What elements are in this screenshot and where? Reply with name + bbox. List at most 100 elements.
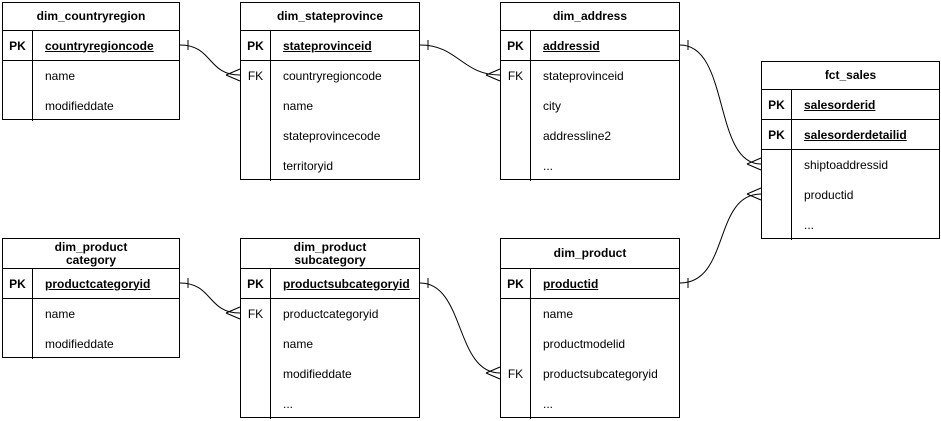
table-row: FK stateprovinceid [501, 61, 679, 91]
key-cell [501, 299, 531, 329]
column-name: city [543, 99, 561, 113]
edge-stateprovince-address [419, 40, 501, 82]
entity-fct-sales[interactable]: fct_sales PK salesorderid PK salesorderd… [761, 61, 940, 240]
entity-title: dim_product subcategory [241, 239, 419, 269]
column-name: addressline2 [543, 129, 612, 143]
entity-title: dim_product [501, 239, 679, 269]
entity-dim-product[interactable]: dim_product PK productid name productmod… [500, 238, 680, 419]
key-cell [3, 61, 33, 91]
column-name: name [283, 337, 314, 351]
edge-address-fctsales [679, 40, 762, 171]
key-cell [241, 389, 271, 419]
column-name: salesorderid [804, 97, 876, 112]
table-row: name [501, 299, 679, 329]
key-cell [501, 329, 531, 359]
key-cell [501, 151, 531, 181]
column-name: territoryid [283, 159, 334, 173]
entity-title: dim_countryregion [3, 3, 179, 31]
fk-label: FK [241, 61, 271, 91]
entity-dim-product-category[interactable]: dim_product category PK productcategoryi… [2, 238, 180, 359]
column-name: name [45, 307, 76, 321]
entity-title: dim_product category [3, 239, 179, 269]
table-row: PK stateprovinceid [241, 31, 419, 61]
table-row: stateprovincecode [241, 121, 419, 151]
entity-dim-stateprovince[interactable]: dim_stateprovince PK stateprovinceid FK … [240, 2, 420, 181]
table-row: FK countryregioncode [241, 61, 419, 91]
column-name: modifieddate [45, 337, 114, 351]
key-cell [241, 151, 271, 181]
table-row: ... [241, 389, 419, 419]
table-row: PK productsubcategoryid [241, 269, 419, 299]
column-name: addressid [543, 38, 600, 53]
entity-dim-product-subcategory[interactable]: dim_product subcategory PK productsubcat… [240, 238, 420, 419]
entity-title: fct_sales [762, 62, 939, 90]
key-cell [3, 299, 33, 329]
table-row: city [501, 91, 679, 121]
table-row: addressline2 [501, 121, 679, 151]
table-row: shiptoaddressid [762, 150, 939, 180]
column-name: productcategoryid [45, 276, 151, 291]
pk-label: PK [501, 269, 531, 298]
table-row: ... [501, 151, 679, 181]
edge-countryregion-stateprovince [179, 40, 241, 82]
column-name: productsubcategoryid [283, 276, 410, 291]
column-name: ... [283, 397, 294, 411]
table-row: PK salesorderid [762, 90, 939, 120]
key-cell [241, 329, 271, 359]
key-cell [762, 150, 792, 180]
key-cell [241, 121, 271, 151]
entity-dim-address[interactable]: dim_address PK addressid FK stateprovinc… [500, 2, 680, 181]
key-cell [501, 389, 531, 419]
edge-productcategory-productsubcategory [179, 278, 241, 320]
column-name: productmodelid [543, 337, 626, 351]
entity-title: dim_stateprovince [241, 3, 419, 31]
key-cell [241, 359, 271, 389]
entity-dim-countryregion[interactable]: dim_countryregion PK countryregioncode n… [2, 2, 180, 121]
table-row: ... [501, 389, 679, 419]
key-cell [501, 91, 531, 121]
table-row: modifieddate [3, 329, 179, 359]
key-cell [762, 180, 792, 210]
fk-label: FK [241, 299, 271, 329]
key-cell [501, 121, 531, 151]
table-row: productid [762, 180, 939, 210]
table-row: territoryid [241, 151, 419, 181]
entity-title: dim_address [501, 3, 679, 31]
table-row: ... [762, 210, 939, 240]
column-name: name [283, 99, 314, 113]
table-row: FK productsubcategoryid [501, 359, 679, 389]
pk-label: PK [3, 269, 33, 298]
table-row: name [3, 299, 179, 329]
table-row: PK salesorderdetailid [762, 120, 939, 150]
pk-label: PK [762, 90, 792, 119]
column-name: countryregioncode [45, 38, 154, 53]
column-name: name [543, 307, 574, 321]
column-name: shiptoaddressid [804, 158, 889, 172]
column-name: modifieddate [283, 367, 352, 381]
column-name: countryregioncode [283, 69, 382, 83]
column-name: ... [543, 397, 554, 411]
table-row: productmodelid [501, 329, 679, 359]
table-row: PK countryregioncode [3, 31, 179, 61]
table-row: PK productid [501, 269, 679, 299]
column-name: stateprovinceid [283, 38, 372, 53]
column-name: productcategoryid [283, 307, 379, 321]
pk-label: PK [501, 31, 531, 60]
column-name: name [45, 69, 76, 83]
column-name: modifieddate [45, 99, 114, 113]
table-row: FK productcategoryid [241, 299, 419, 329]
column-name: productid [543, 276, 599, 291]
column-name: ... [543, 159, 554, 173]
key-cell [3, 91, 33, 121]
column-name: productid [804, 188, 854, 202]
table-row: modifieddate [3, 91, 179, 121]
column-name: stateprovincecode [283, 129, 381, 143]
pk-label: PK [241, 269, 271, 298]
pk-label: PK [241, 31, 271, 60]
edge-productsubcategory-product [419, 278, 501, 380]
pk-label: PK [3, 31, 33, 60]
edge-product-fctsales [679, 187, 762, 288]
table-row: name [241, 91, 419, 121]
